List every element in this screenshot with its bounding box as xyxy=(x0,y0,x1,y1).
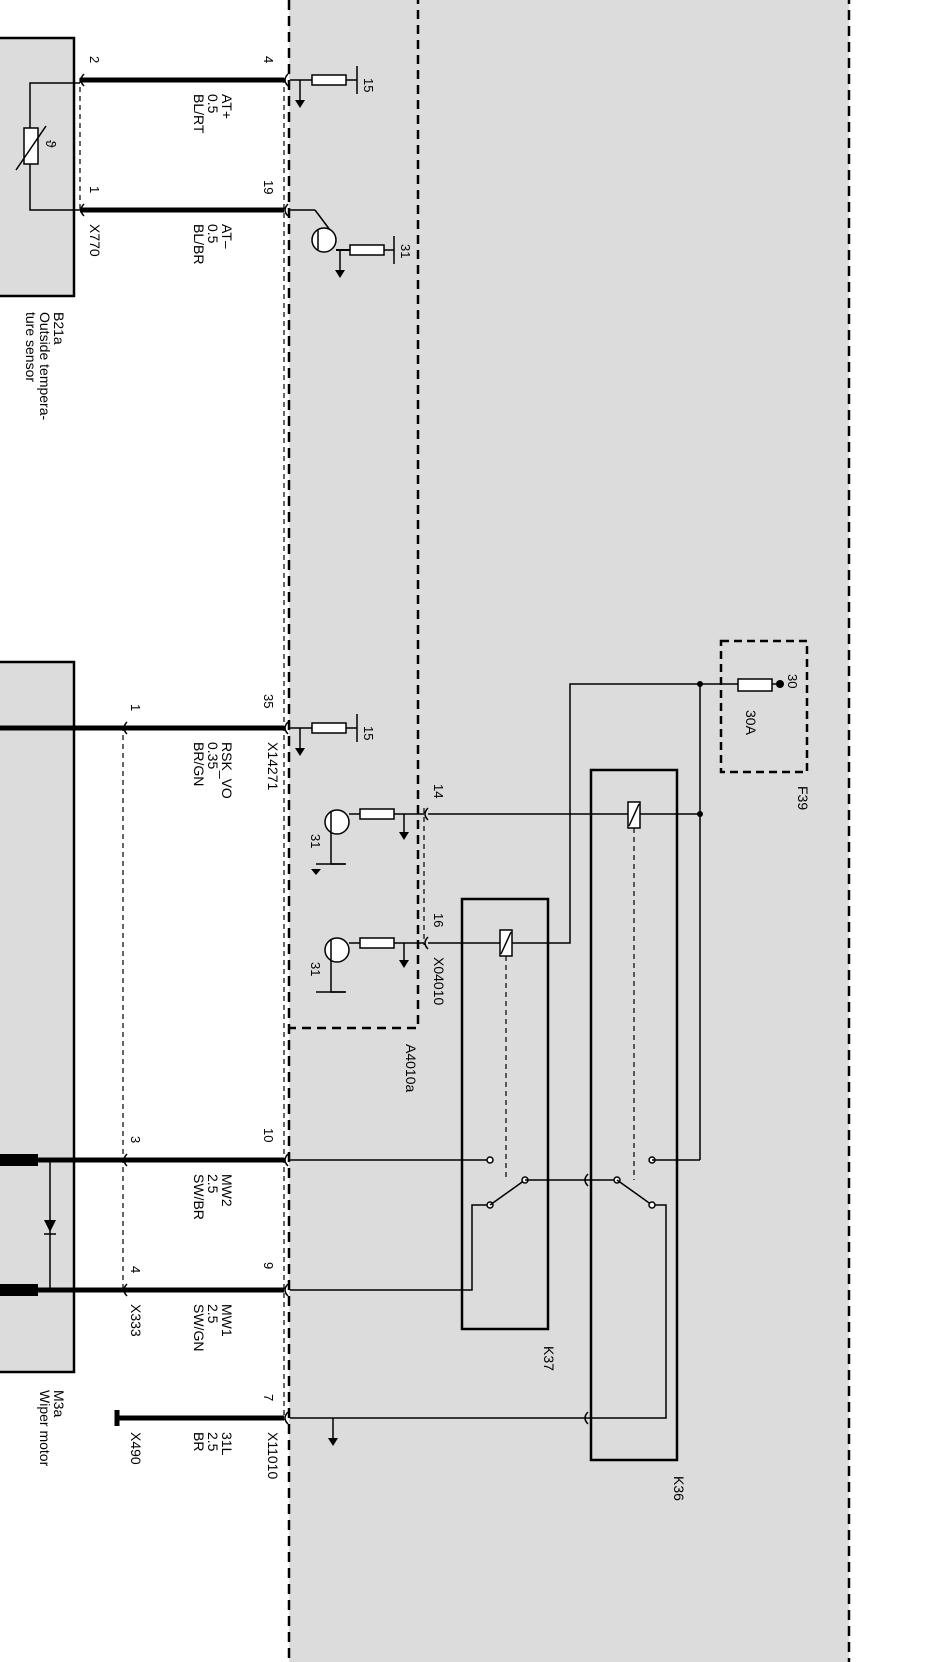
junction-k36-coil xyxy=(697,811,703,817)
motor-terminal-mw1 xyxy=(0,1284,38,1296)
b21a-desc-1: Outside tempera- xyxy=(37,312,53,420)
x490-label: X490 xyxy=(128,1432,144,1465)
gnd-31-a: 31 xyxy=(398,244,413,258)
at-minus-color: BL/BR xyxy=(191,224,207,264)
at-minus-size: 0.5 xyxy=(205,224,221,244)
at-plus-size: 0.5 xyxy=(205,94,221,114)
mw1-size: 2.5 xyxy=(205,1304,221,1324)
k36-nc-to-ground xyxy=(290,1204,667,1419)
k37-relay-box[interactable] xyxy=(460,897,550,1331)
junction-f39 xyxy=(697,681,703,687)
a4010a-label: A4010a xyxy=(403,1044,419,1092)
b21a-desc-2: ture sensor xyxy=(23,312,39,382)
pin-at-plus-right: 4 xyxy=(261,56,276,63)
k36-coil-slash xyxy=(628,803,640,827)
pin16-driver-transistor xyxy=(316,937,424,993)
k36-switch-blade xyxy=(616,1179,653,1206)
k37-k36-crossover xyxy=(584,1173,589,1187)
pin-at-minus-right: 19 xyxy=(261,180,276,194)
fuse-terminal xyxy=(776,680,784,688)
pin-at-plus-left: 2 xyxy=(87,56,102,63)
rsk-vo-color: BR/GN xyxy=(191,742,207,786)
k36-label: K36 xyxy=(671,1476,687,1501)
b21a-ref: B21a xyxy=(51,312,67,345)
pin-14: 14 xyxy=(431,784,446,798)
f39-rating: 30A xyxy=(743,710,759,736)
m3a-ref: M3a xyxy=(51,1390,67,1417)
k36-contact-nc xyxy=(648,1201,656,1209)
rsk-vo-size: 0.35 xyxy=(205,742,221,769)
supply-15-b: 15 xyxy=(361,726,376,740)
x11010-label: X11010 xyxy=(265,1432,281,1479)
mw1-color: SW/GN xyxy=(191,1304,207,1351)
x14271-label: X14271 xyxy=(265,742,281,790)
control-module-area xyxy=(287,0,851,1662)
x770-label: X770 xyxy=(87,224,103,257)
x04010-label: X04010 xyxy=(431,957,447,1005)
theta-symbol: ϑ xyxy=(43,140,59,148)
gnd-31-c: 31 xyxy=(308,962,323,976)
supply-15-a: 15 xyxy=(361,78,376,92)
pin16-to-k37-coil xyxy=(428,683,700,944)
connector-contacts xyxy=(80,73,429,1425)
rsk-vo-pullup xyxy=(290,714,358,756)
pin-mw1-right: 9 xyxy=(261,1262,276,1269)
at-plus-signal: AT+ xyxy=(219,94,235,119)
b21a-sensor-housing xyxy=(0,36,76,298)
pin-mw2-right: 10 xyxy=(261,1128,276,1142)
mw2-color: SW/BR xyxy=(191,1174,207,1220)
pin-rsk-right: 35 xyxy=(261,694,276,708)
ground-crossover xyxy=(584,1411,589,1425)
gnd-31-b: 31 xyxy=(308,834,323,848)
rsk-vo-signal: RSK_VO xyxy=(219,742,235,799)
fuse-element xyxy=(737,678,773,692)
k37-coil-slash xyxy=(500,931,512,955)
mw2-signal: MW2 xyxy=(219,1174,235,1207)
f39-terminal-30: 30 xyxy=(785,674,800,688)
pin-mw1-left: 4 xyxy=(128,1266,143,1273)
pin-31l-right: 7 xyxy=(261,1394,276,1401)
31l-signal: 31L xyxy=(219,1432,235,1456)
f39-label: F39 xyxy=(795,786,811,810)
thermistor-symbol xyxy=(23,127,39,165)
m3a-motor-housing xyxy=(0,660,76,1374)
mw1-module-feed xyxy=(290,1204,487,1291)
m3a-desc: Wiper motor xyxy=(37,1390,53,1467)
31l-size: 2.5 xyxy=(205,1432,221,1452)
at-minus-transistor xyxy=(290,209,395,278)
k36-relay-box[interactable] xyxy=(589,768,679,1462)
k37-label: K37 xyxy=(541,1346,557,1371)
k37-switch-blade xyxy=(489,1179,526,1206)
pin-at-minus-left: 1 xyxy=(87,186,102,193)
a4010a-outline xyxy=(290,0,420,1030)
f39-fuse-box xyxy=(719,639,809,774)
k37-contact-no xyxy=(486,1156,494,1164)
pin14-driver-transistor xyxy=(311,808,424,875)
mw1-signal: MW1 xyxy=(219,1304,235,1337)
x333-label: X333 xyxy=(128,1304,144,1337)
mw2-size: 2.5 xyxy=(205,1174,221,1194)
at-plus-color: BL/RT xyxy=(191,94,207,134)
pin-16: 16 xyxy=(431,913,446,927)
at-minus-signal: AT– xyxy=(219,224,235,249)
pin-mw2-left: 3 xyxy=(128,1136,143,1143)
motor-terminal-mw2 xyxy=(0,1154,38,1166)
31l-color: BR xyxy=(191,1432,207,1451)
thermistor-slash xyxy=(15,125,47,171)
diode-symbol xyxy=(44,1220,56,1232)
pin-rsk-left: 1 xyxy=(128,704,143,711)
at-plus-pullup xyxy=(290,66,358,108)
ground-arrow xyxy=(328,1438,338,1446)
